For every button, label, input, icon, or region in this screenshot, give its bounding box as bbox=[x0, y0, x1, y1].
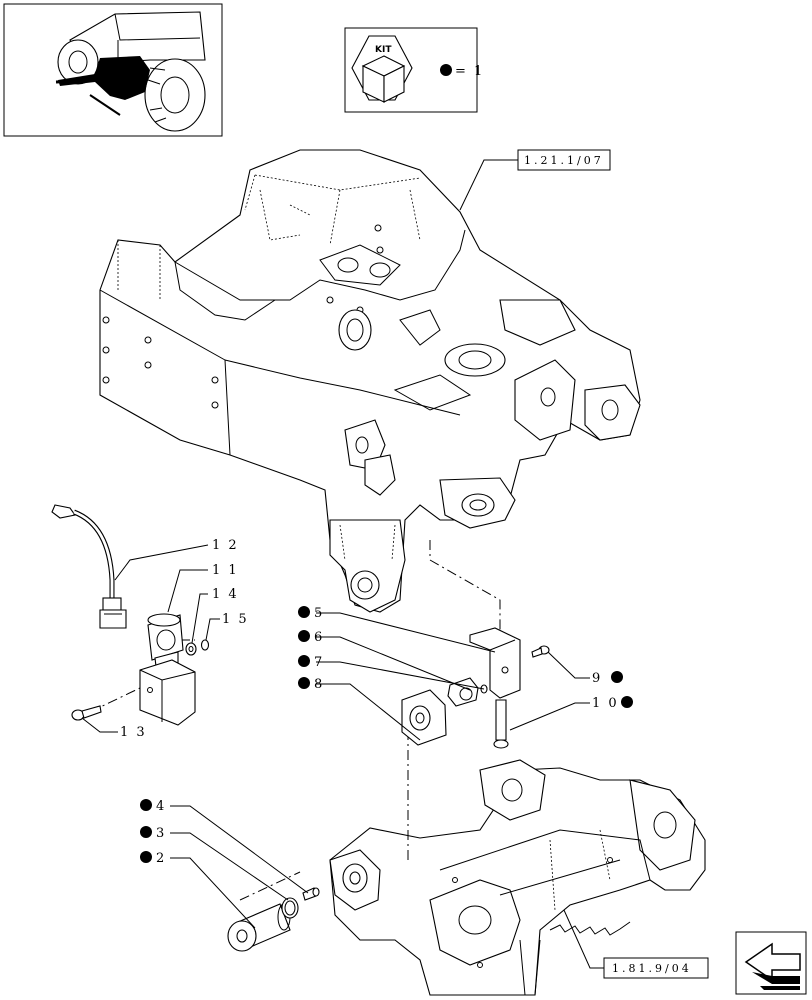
kit-bullet-icon bbox=[298, 677, 310, 689]
kit-bullet-icon bbox=[611, 671, 623, 683]
callout-2[interactable]: 2 bbox=[140, 851, 166, 866]
callout-13[interactable]: 1 3 bbox=[120, 725, 147, 740]
bolt-10 bbox=[493, 699, 509, 749]
svg-text:5: 5 bbox=[314, 606, 324, 621]
svg-text:1 4: 1 4 bbox=[212, 587, 239, 602]
wire-harness-connector[interactable] bbox=[51, 504, 127, 629]
housing-8 bbox=[401, 689, 447, 746]
kit-bullet-icon bbox=[440, 64, 452, 76]
alignment-line-pin bbox=[239, 871, 301, 901]
kit-bullet-icon bbox=[298, 606, 310, 618]
kit-legend-box: KIT = 1 bbox=[344, 27, 484, 113]
callout-14[interactable]: 1 4 bbox=[212, 587, 239, 602]
front-support-casting bbox=[99, 149, 641, 613]
svg-text:3: 3 bbox=[156, 826, 166, 841]
svg-text:2: 2 bbox=[156, 851, 166, 866]
callout-8[interactable]: 8 bbox=[298, 677, 324, 692]
tractor-thumbnail-icon[interactable] bbox=[3, 3, 223, 137]
kit-legend-text: = 1 bbox=[455, 64, 484, 79]
callout-7[interactable]: 7 bbox=[298, 655, 324, 670]
svg-text:4: 4 bbox=[156, 799, 166, 814]
svg-text:8: 8 bbox=[314, 677, 324, 692]
reference-box-top[interactable]: 1.21.1/07 bbox=[459, 149, 611, 211]
kit-bullet-icon bbox=[140, 826, 152, 838]
svg-text:1 0: 1 0 bbox=[592, 696, 619, 711]
callout-5[interactable]: 5 bbox=[298, 606, 324, 621]
callout-11[interactable]: 1 1 bbox=[212, 563, 239, 578]
alignment-line-upper bbox=[429, 540, 501, 640]
leader-lines bbox=[81, 544, 590, 929]
svg-text:1 1: 1 1 bbox=[212, 563, 239, 578]
kit-bullet-icon bbox=[298, 655, 310, 667]
reference-box-bottom[interactable]: 1.81.9/04 bbox=[554, 889, 709, 979]
callout-12[interactable]: 1 2 bbox=[212, 538, 239, 553]
callout-6[interactable]: 6 bbox=[298, 630, 324, 645]
bolt-13 bbox=[71, 705, 102, 721]
callout-4[interactable]: 4 bbox=[140, 799, 166, 814]
next-page-arrow-icon[interactable] bbox=[735, 931, 807, 995]
reference-bottom-text: 1.81.9/04 bbox=[612, 962, 692, 975]
sensor-6 bbox=[447, 677, 479, 707]
screw-9 bbox=[531, 645, 550, 658]
svg-text:1 3: 1 3 bbox=[120, 725, 147, 740]
svg-text:1 2: 1 2 bbox=[212, 538, 239, 553]
washer-14 bbox=[185, 642, 197, 656]
grease-nipple-4 bbox=[302, 887, 320, 901]
svg-text:1 5: 1 5 bbox=[222, 612, 249, 627]
kit-bullet-icon bbox=[140, 799, 152, 811]
reference-top-text: 1.21.1/07 bbox=[524, 154, 604, 167]
axle-pivot-support bbox=[329, 759, 706, 996]
valve-block bbox=[139, 659, 196, 726]
callout-15[interactable]: 1 5 bbox=[222, 612, 249, 627]
callout-9[interactable]: 9 bbox=[592, 671, 623, 686]
callout-3[interactable]: 3 bbox=[140, 826, 166, 841]
kit-bullet-icon bbox=[621, 696, 633, 708]
kit-cube-icon: KIT bbox=[351, 35, 413, 103]
pivot-pin-2 bbox=[227, 903, 291, 952]
kit-label: KIT bbox=[375, 45, 392, 55]
callout-10[interactable]: 1 0 bbox=[592, 696, 633, 711]
svg-text:9: 9 bbox=[592, 671, 602, 686]
kit-bullet-icon bbox=[298, 630, 310, 642]
kit-bullet-icon bbox=[140, 851, 152, 863]
washer-15 bbox=[200, 639, 210, 651]
bracket-5 bbox=[469, 627, 521, 699]
svg-text:7: 7 bbox=[314, 655, 324, 670]
svg-text:6: 6 bbox=[314, 630, 324, 645]
